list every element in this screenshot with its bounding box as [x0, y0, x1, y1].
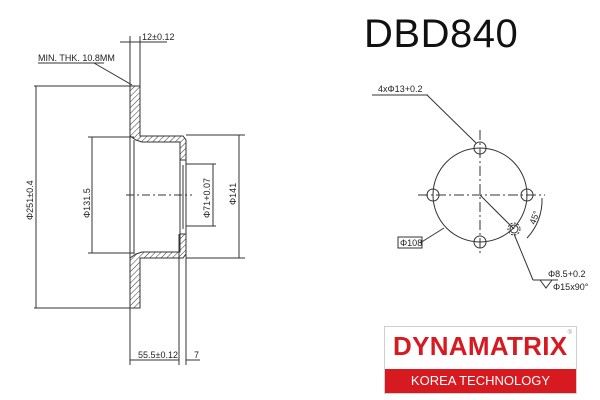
inner-hat-diameter-label: Φ131.5: [82, 188, 92, 218]
total-height-label: 55.5±0.12: [138, 350, 178, 360]
center-bore-label: Φ71+0.07: [202, 178, 212, 218]
side-view-labels: MIN. THK. 10.8MM 12±0.12 Φ251±0.4 Φ131.5…: [25, 32, 238, 360]
bolt-hole-left: [426, 188, 440, 202]
small-hole: [509, 224, 519, 234]
bolt-holes-label: 4xΦ13+0.2: [378, 84, 422, 94]
registered-mark: ®: [567, 330, 572, 336]
pitch-circle-label: Φ108: [400, 238, 422, 248]
logo-brand-name: DYNAMATRIX: [393, 331, 568, 361]
brand-logo: DYNAMATRIX ® KOREA TECHNOLOGY: [384, 326, 577, 394]
hat-flange-label: 7: [194, 350, 199, 360]
min-thickness-label: MIN. THK. 10.8MM: [38, 53, 115, 63]
front-view: [372, 94, 558, 289]
side-view-section: [34, 36, 245, 365]
disc-thickness-label: 12±0.12: [142, 32, 174, 42]
bolt-hole-bottom: [473, 235, 487, 249]
part-number-title: DBD840: [364, 12, 519, 56]
logo-tagline: KOREA TECHNOLOGY: [385, 369, 576, 393]
front-view-labels: 4xΦ13+0.2 Φ108 45° Φ8.5+0.2 Φ15x90°: [378, 84, 589, 292]
bolt-hole-top: [473, 141, 487, 155]
small-hole-label: Φ8.5+0.2: [548, 269, 585, 279]
hat-diameter-label: Φ141: [228, 183, 238, 205]
bolt-hole-right: [520, 188, 534, 202]
countersink-label: Φ15x90°: [553, 282, 589, 292]
outer-diameter-label: Φ251±0.4: [25, 180, 35, 220]
angle-label: 45°: [527, 209, 541, 226]
